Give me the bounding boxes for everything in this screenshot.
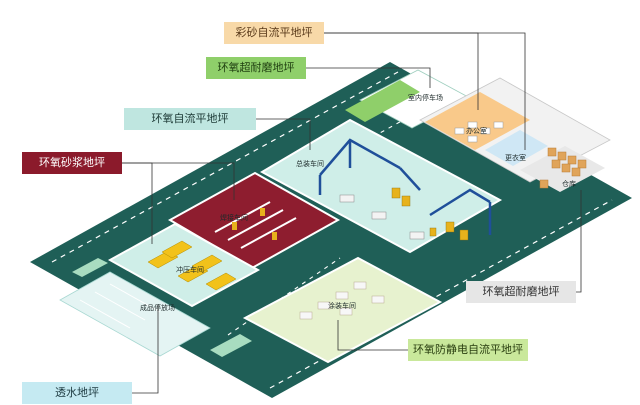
zone-label-assembly: 总装车间 bbox=[296, 159, 324, 168]
callout-epoxy-wear-resistant-top: 环氧超耐磨地坪 bbox=[206, 57, 306, 79]
welding-lines bbox=[214, 201, 297, 249]
zone-label-painting: 涂装车间 bbox=[328, 301, 356, 310]
callout-permeable: 透水地坪 bbox=[22, 382, 132, 404]
callout-epoxy-mortar: 环氧砂浆地坪 bbox=[22, 152, 122, 174]
callout-color-sand-self-leveling: 彩砂自流平地坪 bbox=[224, 22, 324, 44]
zone-label-finished-parking: 成品停放场 bbox=[140, 303, 175, 312]
callout-epoxy-self-leveling: 环氧自流平地坪 bbox=[124, 108, 256, 130]
stamping-presses bbox=[147, 240, 237, 291]
assembly-workshop-floor bbox=[259, 118, 503, 254]
warehouse-boxes bbox=[539, 147, 587, 189]
zone-label-locker-room: 更衣室 bbox=[505, 153, 526, 162]
indoor-parking-green bbox=[345, 80, 420, 122]
zone-label-stamping: 冲压车间 bbox=[176, 265, 204, 274]
callout-epoxy-antistatic-self-leveling: 环氧防静电自流平地坪 bbox=[408, 339, 528, 361]
assembly-cars bbox=[339, 194, 425, 240]
zone-label-welding: 焊接车间 bbox=[220, 213, 248, 222]
parking-stripes bbox=[79, 283, 161, 329]
office-floor bbox=[425, 92, 530, 150]
zone-label-office: 办公室 bbox=[466, 126, 487, 135]
zone-label-warehouse: 仓库 bbox=[562, 179, 576, 188]
welding-robots bbox=[232, 208, 277, 240]
permeable-strip-bottom bbox=[210, 334, 252, 357]
assembly-robots bbox=[391, 187, 469, 241]
locker-room-floor bbox=[485, 130, 548, 166]
painting-racks bbox=[299, 281, 385, 320]
permeable-strip-left bbox=[72, 258, 108, 277]
office-desks bbox=[454, 121, 504, 143]
callout-epoxy-wear-resistant-right: 环氧超耐磨地坪 bbox=[466, 281, 576, 303]
assembly-gantry bbox=[318, 138, 492, 235]
zone-label-indoor-parking: 室内停车场 bbox=[408, 93, 443, 102]
leader-lines bbox=[100, 32, 582, 394]
